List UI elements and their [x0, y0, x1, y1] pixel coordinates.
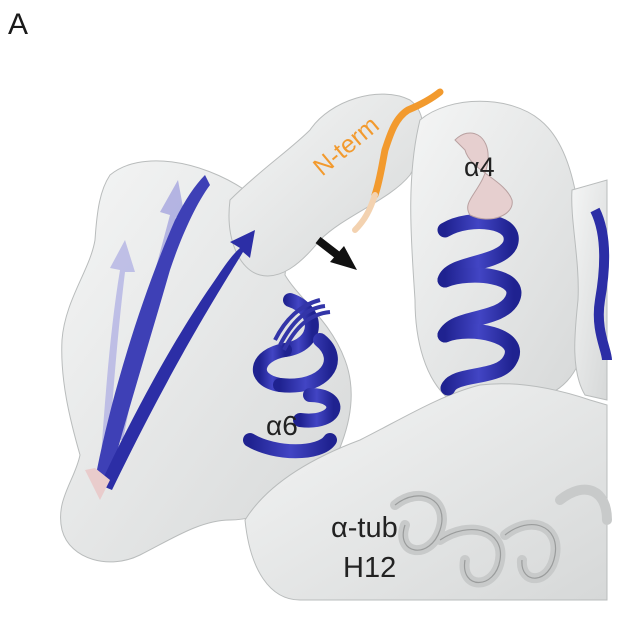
alpha4-helix [437, 214, 522, 396]
alpha6-helix-top [273, 298, 331, 351]
panel-letter: A [8, 8, 29, 41]
beta-sheet-strands [85, 175, 255, 500]
tubulin-helices-outline [394, 495, 557, 584]
alpha4-helix-right [590, 207, 612, 361]
label-alpha-tubulin: α-tub [331, 512, 398, 544]
label-alpha6: α6 [266, 410, 298, 441]
alpha6-helix [243, 293, 341, 459]
label-h12: H12 [343, 552, 397, 584]
n-term-tail-pale [352, 192, 378, 233]
n-term-tail [371, 88, 444, 199]
alpha4-helix-pink-top [454, 132, 513, 220]
label-alpha4: α4 [464, 152, 495, 182]
direction-arrow-icon [315, 236, 357, 270]
